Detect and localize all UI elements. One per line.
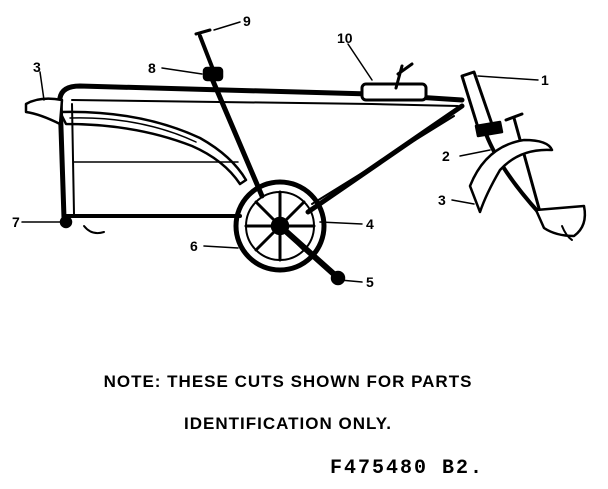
seat-clamp <box>202 66 224 82</box>
leader-8 <box>161 67 203 75</box>
leader-6 <box>203 245 239 249</box>
rear-axle <box>59 215 73 229</box>
note-line-2: IDENTIFICATION ONLY. <box>184 414 392 433</box>
rear-stay-inner <box>71 103 75 215</box>
callout-10: 10 <box>337 30 353 46</box>
rear-carrier <box>24 97 64 126</box>
callout-8: 8 <box>148 60 156 76</box>
front-fork <box>484 132 542 216</box>
top-tube-inner <box>71 99 459 107</box>
rear-fender-hatch <box>69 117 197 143</box>
fork-brace <box>512 116 542 214</box>
rear-fender <box>58 110 248 186</box>
leader-2 <box>459 149 491 157</box>
crank-arm <box>277 223 339 279</box>
head-tube-bearing <box>474 120 504 138</box>
callout-6: 6 <box>190 238 198 254</box>
leader-10 <box>347 43 373 81</box>
callout-3-right: 3 <box>438 192 446 208</box>
chain-guard <box>360 82 428 102</box>
callout-5: 5 <box>366 274 374 290</box>
front-mudflap <box>534 204 587 238</box>
leader-4 <box>319 221 363 225</box>
leader-3-left <box>39 71 45 101</box>
figure-code: F475480 B2. <box>330 457 485 480</box>
chainring <box>233 179 327 273</box>
leader-3-right <box>451 199 475 205</box>
seat-post <box>198 34 216 74</box>
seat-post-cap <box>194 28 212 36</box>
pedal <box>330 270 346 286</box>
front-mudflap-tip <box>561 225 573 241</box>
callout-2: 2 <box>442 148 450 164</box>
callout-4: 4 <box>366 216 374 232</box>
down-tube-inner <box>311 115 455 205</box>
callout-7: 7 <box>12 214 20 230</box>
leader-1 <box>477 75 539 81</box>
leader-5 <box>339 279 363 283</box>
callout-1: 1 <box>541 72 549 88</box>
seat-tube <box>207 71 265 199</box>
shift-lever <box>394 62 414 90</box>
leader-9 <box>213 21 241 31</box>
front-fender <box>468 138 554 214</box>
fork-brace-top <box>504 112 524 122</box>
callout-3-left: 3 <box>33 59 41 75</box>
note-line-1: NOTE: THESE CUTS SHOWN FOR PARTS <box>103 372 473 391</box>
top-tube <box>57 83 465 103</box>
kickstand <box>83 225 105 235</box>
callout-9: 9 <box>243 13 251 29</box>
